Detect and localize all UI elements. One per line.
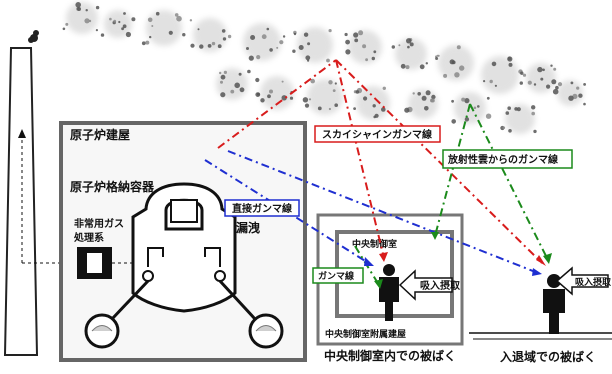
inhalation-label-access-area: 吸入摂取: [575, 276, 612, 288]
cloud-gamma-label: 放射性雲からのガンマ線: [447, 153, 558, 166]
emergency-gas-system-label-line2: 処理系: [73, 231, 104, 244]
arrowheads: [364, 232, 552, 289]
control-room-annex-label: 中央制御室附属建屋: [325, 328, 406, 340]
containment-vessel-label: 原子炉格納容器: [70, 179, 155, 194]
direct-gamma-label-box: 直接ガンマ線: [224, 199, 300, 217]
stack: [3, 47, 76, 356]
gamma-ray-label-box: ガンマ線: [312, 267, 364, 284]
access-area-exposure-caption: 入退域での被ばく: [500, 349, 596, 364]
person-access-area-icon: [543, 274, 565, 334]
control-room-exposure-caption: 中央制御室内での被ばく: [324, 348, 456, 363]
ground-line: [469, 332, 612, 340]
person-control-room-icon: [379, 264, 399, 321]
cloud-gamma-label-box: 放射性雲からのガンマ線: [442, 149, 573, 169]
hollow-arrow-icon: 吸入摂取: [555, 266, 612, 296]
reactor-building-label: 原子炉建屋: [70, 127, 130, 142]
direct-gamma-label: 直接ガンマ線: [232, 202, 292, 215]
emergency-gas-treatment-system: 非常用ガス 処理系: [73, 217, 148, 279]
gamma-ray-paths: [204, 59, 549, 286]
containment-vessel-icon: [84, 182, 284, 349]
emergency-gas-system-label: 非常用ガス: [74, 217, 124, 230]
central-control-room-label: 中央制御室: [352, 238, 397, 250]
skyshine-gamma-label-box: スカイシャインガンマ線: [314, 125, 441, 143]
skyshine-gamma-label: スカイシャインガンマ線: [322, 128, 432, 141]
hollow-arrow-icon: 吸入摂取: [398, 269, 461, 301]
gamma-ray-label: ガンマ線: [318, 270, 354, 282]
inhalation-label-control-room: 吸入摂取: [420, 279, 461, 292]
leak-label: 漏洩: [236, 220, 260, 235]
